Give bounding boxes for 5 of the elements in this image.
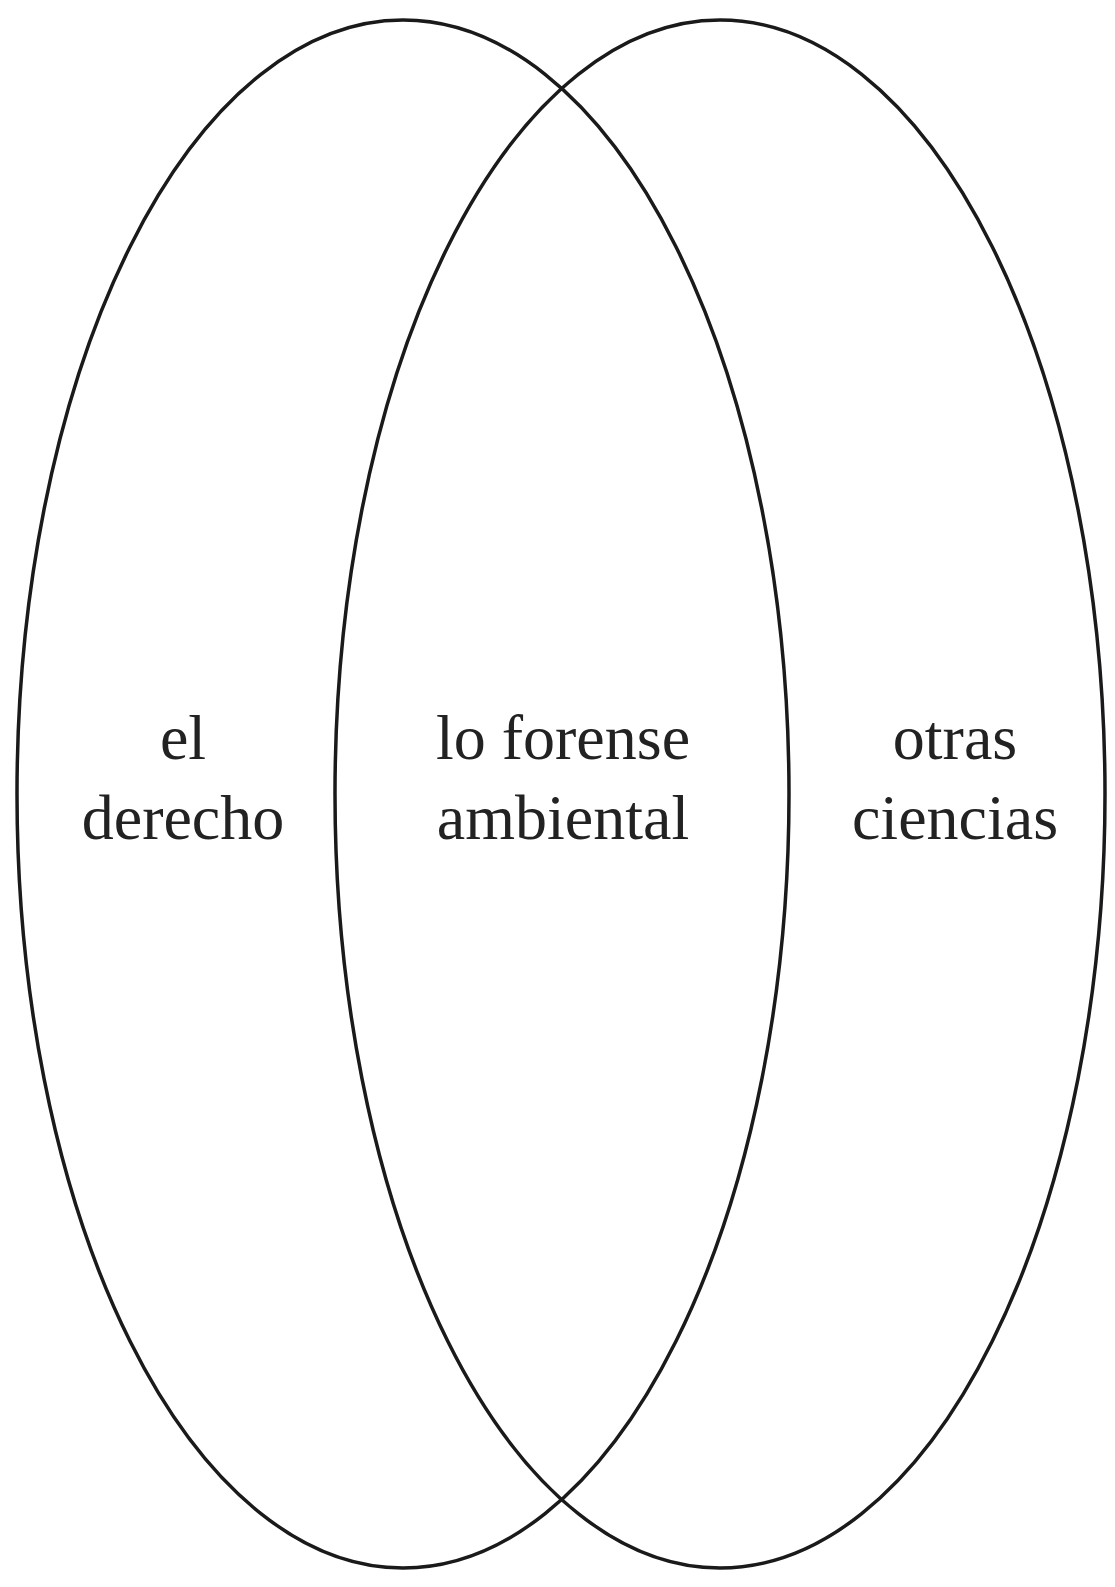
- set-label: el derecho: [80, 701, 286, 855]
- set-label: otras ciencias: [850, 701, 1060, 855]
- intersection-label: lo forense ambiental: [434, 701, 692, 855]
- venn-ellipse: [15, 18, 791, 1570]
- venn-ellipse: [333, 18, 1107, 1570]
